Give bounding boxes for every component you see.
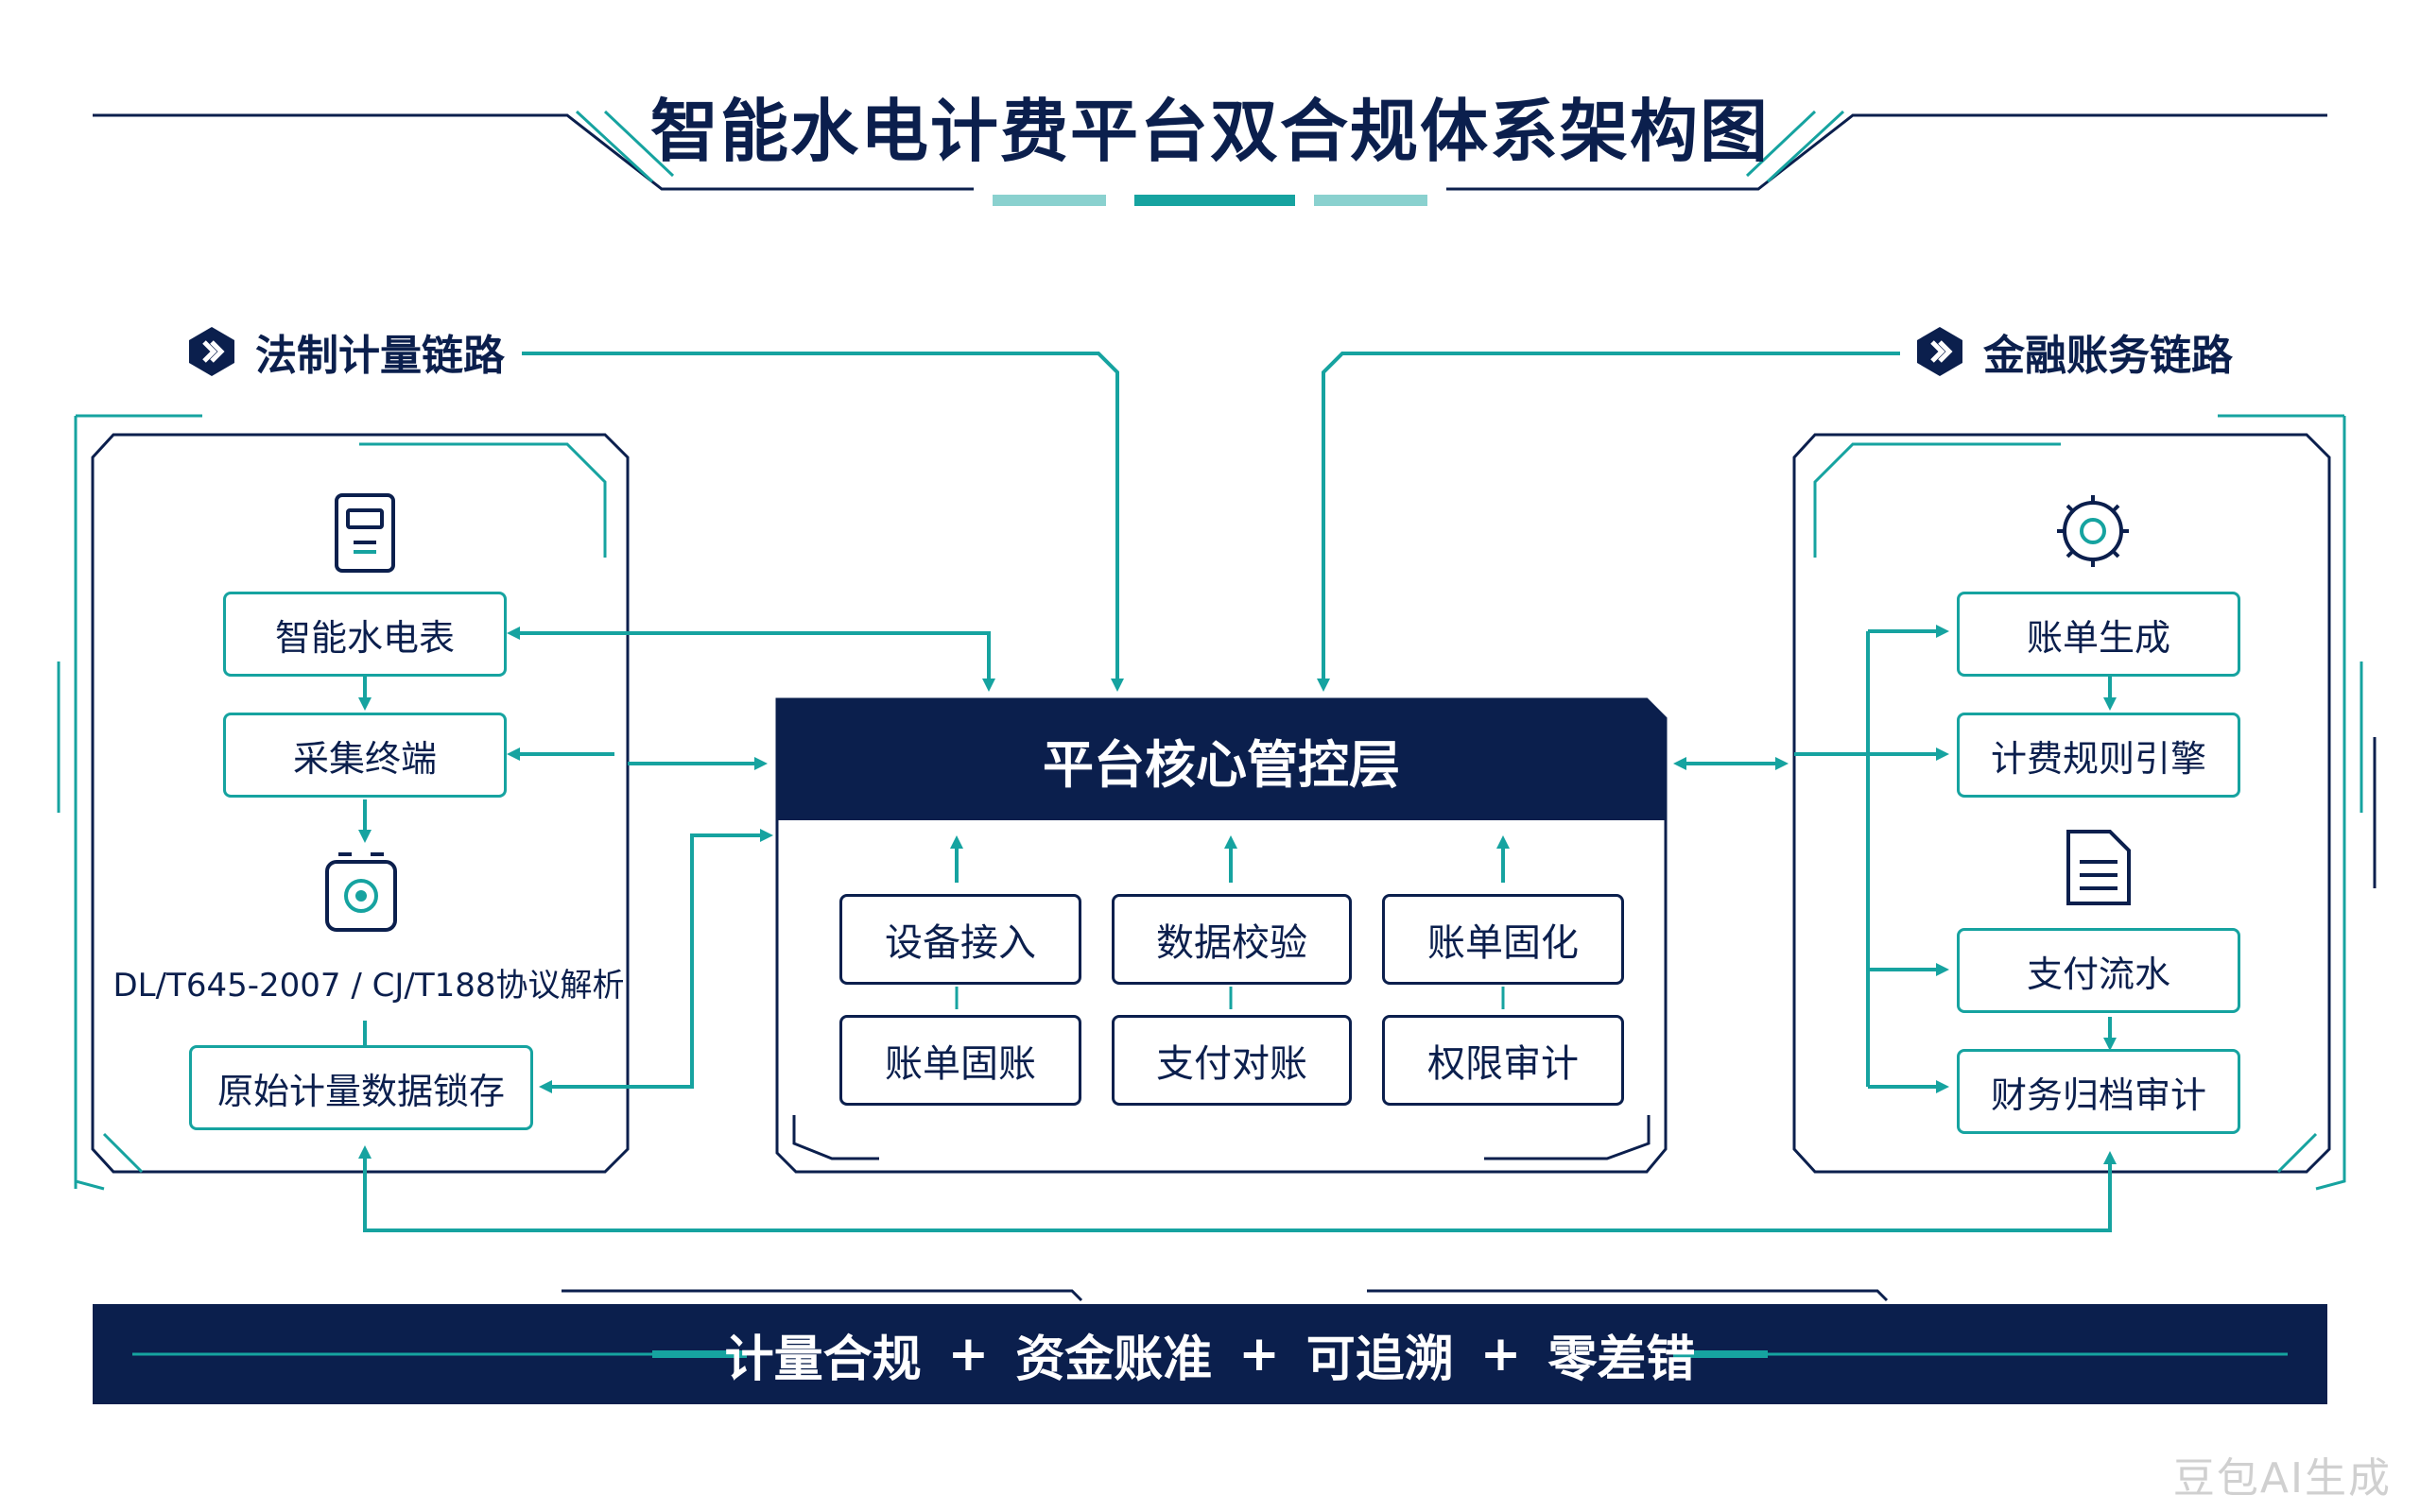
connector-legal-label-core — [522, 352, 1124, 692]
compliance-slogan: 计量合规 + 资金账准 + 可追溯 + 零差错 — [0, 1304, 2420, 1404]
payment-flow-box[interactable]: 支付流水 — [1957, 928, 2240, 1013]
chevron-hex-icon — [1917, 327, 1962, 376]
finance-accounting-header: 金融账务链路 — [1913, 321, 2233, 382]
raw-data-lock-box[interactable]: 原始计量数据锁存 — [189, 1045, 533, 1130]
ai-watermark: 豆包AI生成 — [2172, 1454, 2392, 1503]
smart-meter-box[interactable]: 智能水电表 — [223, 592, 507, 677]
title-decoration — [93, 110, 2327, 191]
chip-scan-icon — [325, 852, 397, 932]
left-panel-frame — [74, 414, 630, 1191]
slogan-plus: + — [1479, 1326, 1522, 1383]
finance-accounting-label: 金融账务链路 — [1983, 332, 2233, 380]
slogan-metrology-compliance: 计量合规 — [724, 1331, 922, 1388]
core-module-data-validation[interactable]: 数据校验 — [1112, 894, 1352, 985]
core-up-arrows — [950, 835, 1510, 883]
banner-accents — [562, 1289, 1889, 1302]
meter-icon — [335, 493, 395, 573]
connector-finance-label-core — [1317, 352, 1900, 692]
core-module-bill-solidify[interactable]: 账单固化 — [1382, 894, 1624, 985]
right-panel-frame — [1792, 414, 2346, 1191]
core-column-ticks — [955, 987, 1505, 1009]
slogan-plus: + — [947, 1326, 990, 1383]
collection-terminal-box[interactable]: 采集终端 — [223, 713, 507, 798]
financial-archive-audit-box[interactable]: 财务归档审计 — [1957, 1049, 2240, 1134]
legal-metrology-header: 法制计量链路 — [185, 321, 505, 382]
connector-core-datalock — [539, 829, 773, 1093]
gear-icon — [2057, 495, 2129, 567]
bill-generation-box[interactable]: 账单生成 — [1957, 592, 2240, 677]
legal-metrology-label: 法制计量链路 — [255, 332, 505, 380]
slogan-funds-accuracy: 资金账准 — [1015, 1331, 1213, 1388]
core-module-payment-reconcile[interactable]: 支付对账 — [1112, 1015, 1352, 1106]
slogan-plus: + — [1238, 1326, 1280, 1383]
core-module-bill-lock[interactable]: 账单固账 — [839, 1015, 1081, 1106]
billing-rule-engine-box[interactable]: 计费规则引擎 — [1957, 713, 2240, 798]
side-ticks — [57, 662, 2377, 888]
connector-bottom-loop — [358, 1145, 2117, 1232]
title-underline-accent — [993, 195, 1427, 206]
core-module-device-access[interactable]: 设备接入 — [839, 894, 1081, 985]
slogan-traceable: 可追溯 — [1305, 1331, 1454, 1388]
core-module-permission-audit[interactable]: 权限审计 — [1382, 1015, 1624, 1106]
slogan-zero-error: 零差错 — [1547, 1331, 1696, 1388]
chevron-hex-icon — [189, 327, 234, 376]
connector-right-branch — [1794, 625, 1949, 1093]
core-title: 平台核心管控层 — [1043, 734, 1400, 795]
connector-collector-core — [507, 747, 768, 770]
document-icon — [2066, 830, 2131, 905]
protocol-parsing-label: DL/T645-2007 / CJ/T188协议解析 — [112, 967, 625, 1005]
page-title: 智能水电计费平台双合规体系架构图 — [649, 92, 1770, 171]
connector-meter-core — [507, 627, 995, 692]
